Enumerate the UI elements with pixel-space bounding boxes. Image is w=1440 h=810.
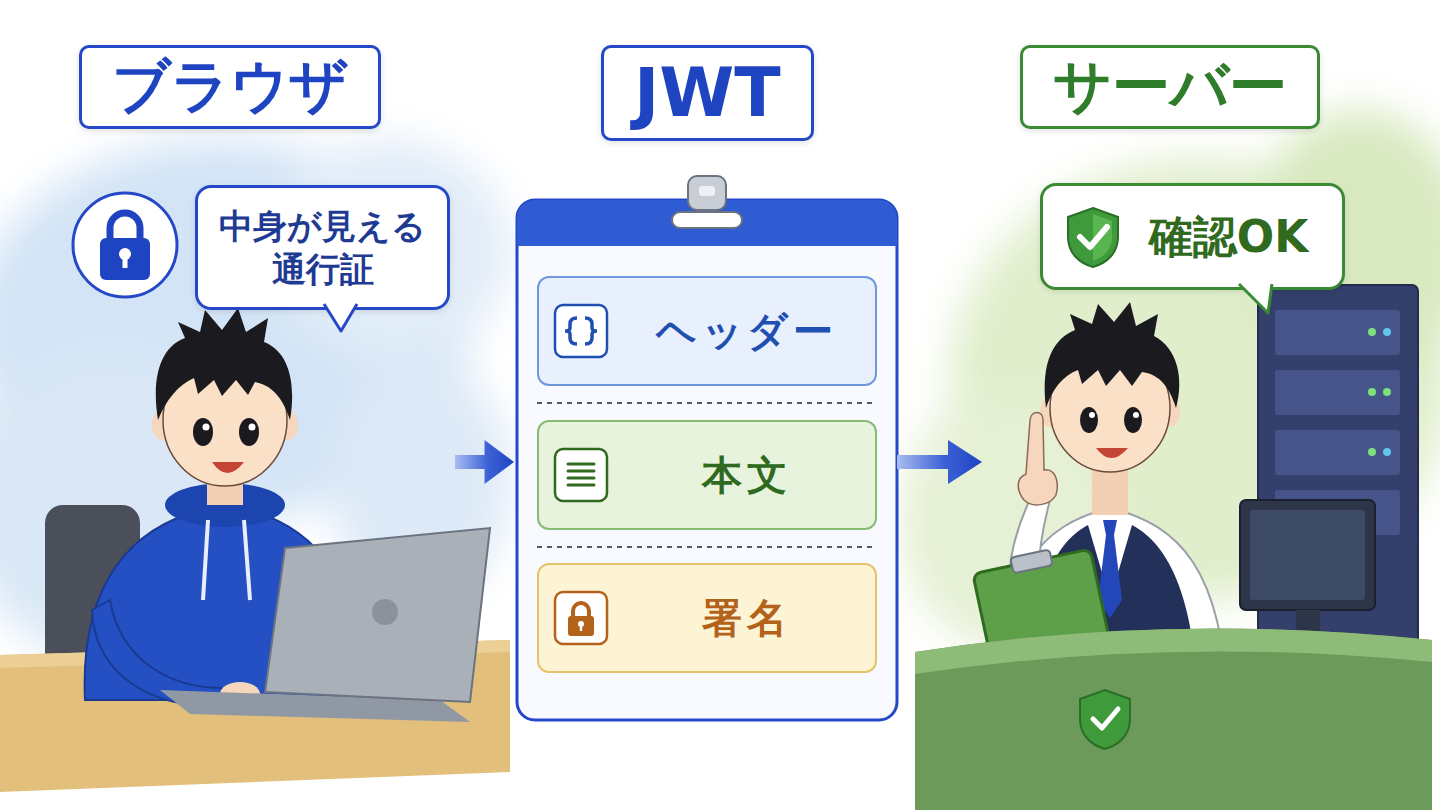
lock-symbol [568,616,594,636]
server-light [1368,448,1376,456]
token-section: ヘッダー [537,276,877,386]
lock-icon [110,213,140,240]
bubble-tail [1238,284,1274,316]
shield-icon [1080,690,1130,749]
laptop-logo [372,599,398,625]
section-label: ヘッダー [656,304,838,359]
eye [1080,407,1098,433]
browser-panel: 中身が見える 通行証 ブラウザ [15,40,455,785]
user-figure [0,308,510,792]
title-text: サーバー [1053,52,1287,120]
icon-frame [555,305,607,357]
title-text: JWT [634,53,781,132]
hair [1045,302,1180,408]
badge-card [517,200,897,720]
bubble-tail [324,304,357,331]
mouth [1096,448,1128,458]
shield-icon [1063,205,1123,269]
lock-icon [100,238,150,280]
bubble-tail [324,304,357,331]
token-section: 本文 [537,420,877,530]
lock-symbol [580,625,582,631]
lines-icon [553,447,609,503]
check-mark [1080,227,1107,247]
monitor [1240,500,1375,610]
lock-icon [553,590,609,646]
bubble-tail [323,304,359,334]
server-figure [915,285,1432,810]
title-text: ブラウザ [112,52,348,120]
divider [537,402,877,404]
eye [193,418,213,446]
neck [1092,470,1128,515]
server-slot [1275,430,1400,475]
brace-symbol [585,318,597,344]
flow-arrow [897,440,982,484]
bubble-text: 確認OK [1149,209,1309,264]
jwt-badge: ヘッダー本文署名 JWT [517,45,897,720]
shield-icon [1068,208,1118,267]
badge-clip [699,186,715,196]
icon-frame [555,449,607,501]
mouth [212,462,244,473]
clipboard-clip [1010,549,1052,573]
text-lines-symbol [568,477,594,480]
eye [1089,412,1095,418]
counter [915,628,1432,674]
server-slot [1275,370,1400,415]
eye [1133,412,1139,418]
eye [203,424,210,431]
text-lines-symbol [568,463,594,466]
flow-arrow [455,440,514,484]
pointing-hand [1018,413,1057,505]
server-rack [1258,285,1418,675]
counter [915,628,1432,810]
title-box: ブラウザ [79,45,381,129]
badge-slot [672,212,742,228]
lock-symbol [573,603,589,617]
server-light [1368,388,1376,396]
eye [1124,407,1142,433]
laptop [265,528,490,702]
lock-icon [73,193,177,297]
badge-card [517,176,897,720]
title-box: JWT [601,45,814,141]
speech-bubble: 中身が見える 通行証 [195,185,450,310]
token-section: 署名 [537,563,877,673]
bubble-tail [1239,284,1272,313]
server-light [1383,448,1391,456]
check-mark [1093,709,1118,728]
eye [239,418,259,446]
section-label: 本文 [702,448,792,503]
section-label: 署名 [702,591,792,646]
server-light [1368,328,1376,336]
lock-icon [73,193,177,297]
bubble-tail [1239,284,1272,313]
bubble-text: 中身が見える 通行証 [218,205,427,290]
server-light [1383,388,1391,396]
speech-bubble: 確認OK [1040,183,1345,290]
icon-frame [555,592,607,644]
text-lines-symbol [568,470,594,473]
hair [156,308,292,420]
server-light [1383,328,1391,336]
hoodie-string [203,520,208,600]
title-box: サーバー [1020,45,1320,129]
monitor [1250,510,1365,600]
server-panel: 確認OK サーバー [985,40,1432,785]
braces-icon [553,303,609,359]
server-slot [1275,310,1400,355]
hoodie-string [244,520,250,600]
divider [537,546,877,548]
lock-icon [123,256,128,268]
badge-clip [688,176,726,210]
eye [249,424,256,431]
text-lines-symbol [568,484,594,487]
brace-symbol [565,318,577,344]
